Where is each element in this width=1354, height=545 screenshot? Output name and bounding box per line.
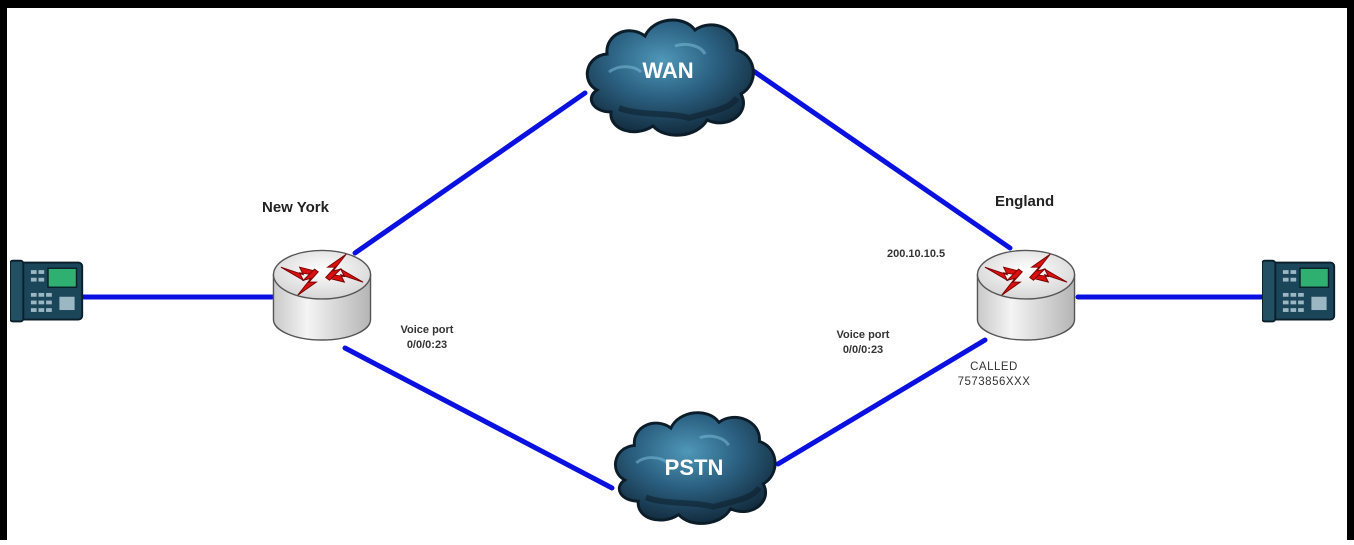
called-number-label: CALLED 7573856XXX <box>944 360 1044 390</box>
pstn-label: PSTN <box>664 455 724 480</box>
england-voice-port-line1: Voice port <box>836 329 890 341</box>
england-ip-label: 200.10.10.5 <box>887 248 946 260</box>
england-label: England <box>995 193 1055 210</box>
called-line1: CALLED <box>970 361 1018 373</box>
ny-voice-port-line1: Voice port <box>400 324 454 336</box>
link-ny-pstn <box>342 345 615 491</box>
links <box>81 67 1271 491</box>
england-voice-port-label: Voice port 0/0/0:23 <box>820 328 906 358</box>
link-pstn-england <box>775 337 988 467</box>
link-ny-wan <box>352 90 588 256</box>
wan-label: WAN <box>642 58 694 83</box>
link-wan-england <box>749 67 1013 251</box>
called-line2: 7573856XXX <box>957 376 1031 388</box>
england-voice-port-line2: 0/0/0:23 <box>842 344 884 356</box>
new-york-label: New York <box>262 199 329 216</box>
ny-voice-port-line2: 0/0/0:23 <box>406 339 448 351</box>
ny-voice-port-label: Voice port 0/0/0:23 <box>384 323 470 353</box>
